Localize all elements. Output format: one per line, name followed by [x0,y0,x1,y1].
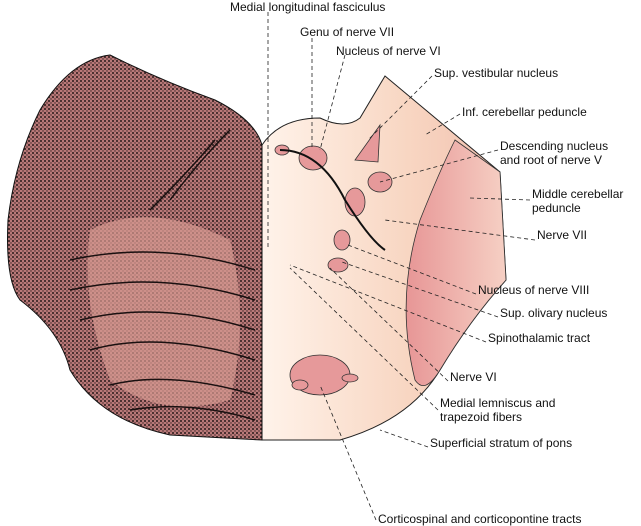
leader-lines [267,12,536,521]
label-line-2: and root of nerve V [500,153,603,167]
label-descending-nucleus: Descending nucleus and root of nerve V [500,139,608,167]
label-sup-olivary-nucleus: Sup. olivary nucleus [500,306,608,320]
label-line-1: Middle cerebellar [532,187,624,201]
label-genu-nerve-vii: Genu of nerve VII [300,25,395,39]
label-line-2: peduncle [532,201,581,215]
middle-cerebellar-peduncle [405,139,507,387]
label-sup-vestibular-nucleus: Sup. vestibular nucleus [434,66,559,80]
label-inf-cerebellar-peduncle: Inf. cerebellar peduncle [462,105,587,119]
label-spinothalamic-tract: Spinothalamic tract [488,331,591,345]
fiber-lines [69,129,256,421]
label-line-1: Medial lemniscus and [440,396,556,410]
label-nerve-vii: Nerve VII [537,228,588,242]
label-nucleus-nerve-viii: Nucleus of nerve VIII [478,283,590,297]
nerve-vii-fibers [279,149,386,251]
label-nerve-vi: Nerve VI [450,370,497,384]
label-line-2: trapezoid fibers [440,410,523,424]
label-medial-longitudinal-fasciculus: Medial longitudinal fasciculus [230,0,386,14]
nuclei [274,123,393,396]
label-nucleus-nerve-vi: Nucleus of nerve VI [336,44,441,58]
label-middle-cerebellar-peduncle: Middle cerebellar peduncle [532,187,623,215]
label-superficial-stratum: Superficial stratum of pons [430,436,573,450]
label-line-1: Descending nucleus [500,139,609,153]
label-corticospinal-tracts: Corticospinal and corticopontine tracts [378,512,582,526]
label-medial-lemniscus: Medial lemniscus and trapezoid fibers [440,396,555,424]
